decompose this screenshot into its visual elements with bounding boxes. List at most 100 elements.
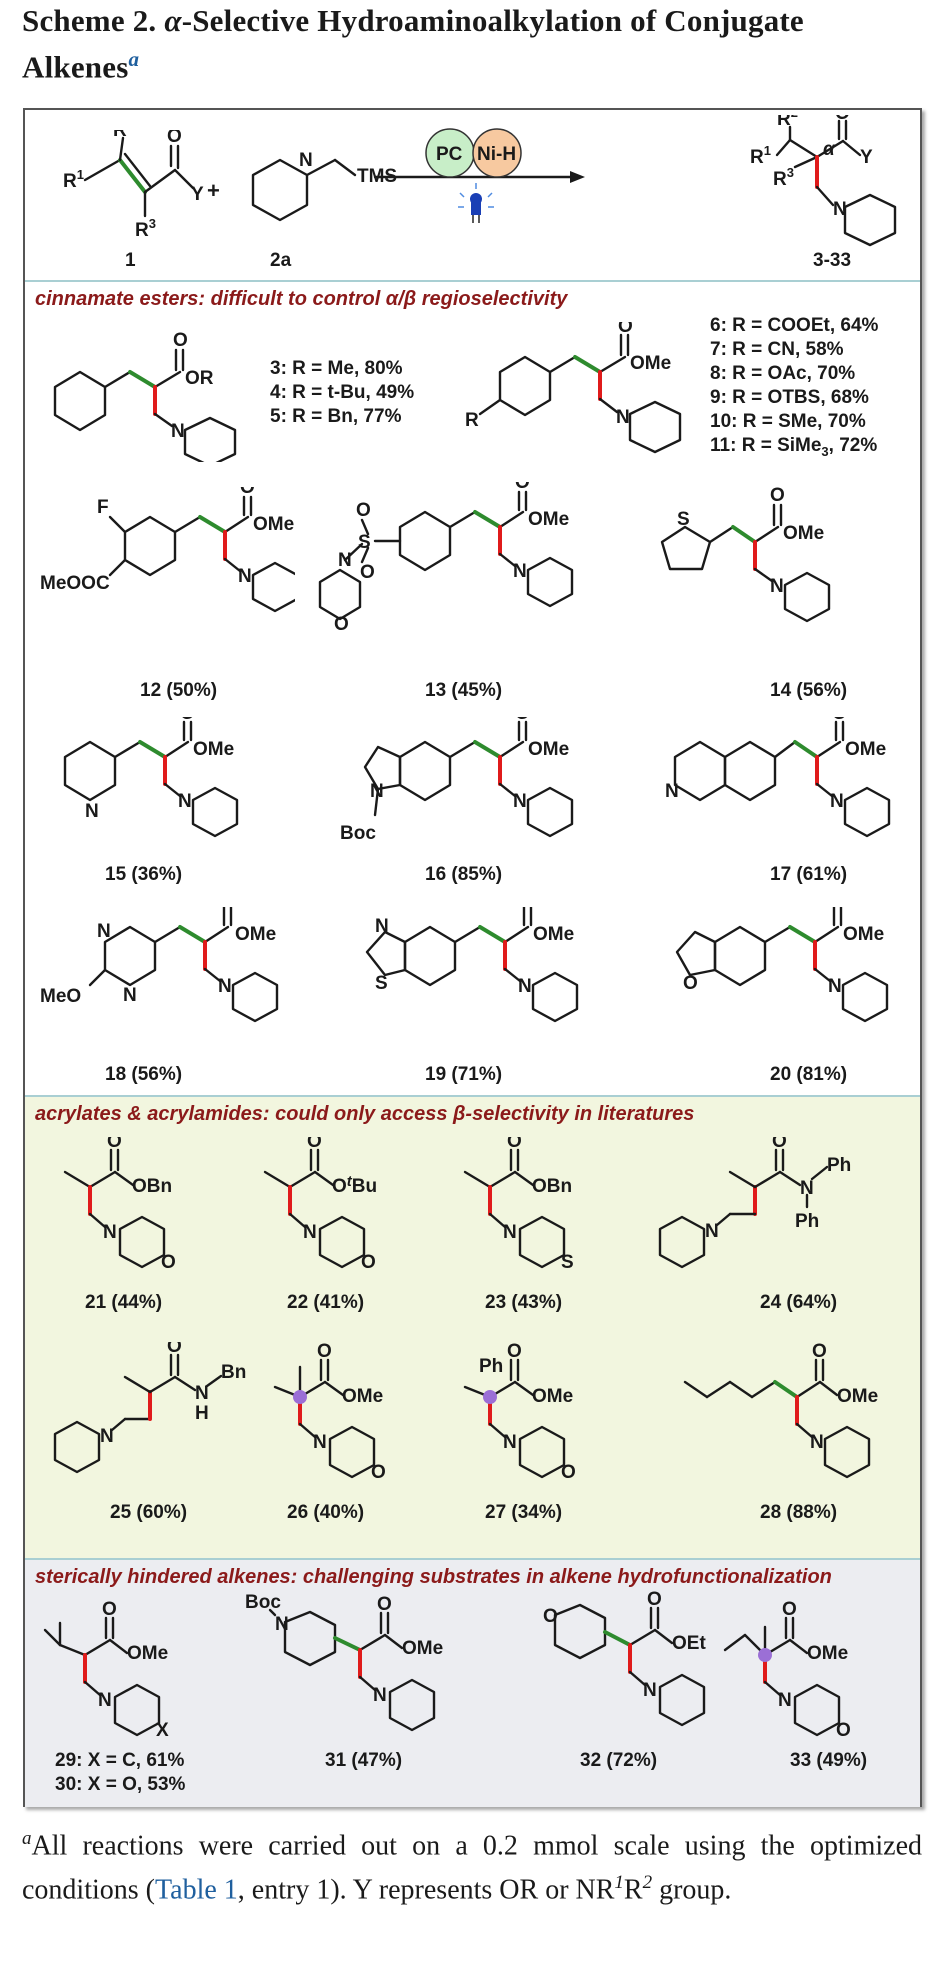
caption-24: 24 (64%)	[760, 1292, 838, 1313]
svg-text:O: O	[180, 717, 195, 724]
svg-text:N: N	[178, 791, 192, 812]
compound-28: O OMe N	[683, 1342, 878, 1479]
svg-text:O: O	[161, 1252, 176, 1273]
svg-text:α: α	[823, 139, 836, 160]
svg-text:O: O	[782, 1599, 797, 1620]
svg-text:N: N	[616, 407, 630, 428]
svg-text:N: N	[828, 976, 842, 997]
svg-text:N: N	[375, 916, 389, 937]
caption-33: 33 (49%)	[790, 1750, 868, 1771]
compound-20: O OMe N	[675, 907, 889, 1023]
svg-text:N: N	[370, 781, 384, 802]
caption-29: 29: X = C, 61%	[55, 1750, 185, 1771]
caption-14: 14 (56%)	[770, 680, 848, 701]
rgroup-list-b: 6: R = COOEt, 64%7: R = CN, 58%8: R = OA…	[710, 315, 879, 459]
svg-text:N: N	[299, 150, 313, 171]
svg-text:O: O	[317, 1342, 332, 1362]
svg-text:N: N	[338, 550, 352, 571]
hindered-panel: sterically hindered alkenes: challenging…	[25, 1558, 920, 1807]
svg-text:OMe: OMe	[807, 1643, 848, 1664]
caption-17: 17 (61%)	[770, 864, 848, 885]
svg-text:O: O	[515, 717, 530, 724]
svg-text:OMe: OMe	[532, 1386, 573, 1407]
svg-text:OMe: OMe	[528, 509, 569, 530]
caption-16: 16 (85%)	[425, 864, 503, 885]
compound-25: N O N H Bn	[53, 1342, 246, 1474]
svg-text:Boc: Boc	[340, 823, 376, 844]
svg-text:O: O	[356, 500, 371, 521]
product-structure: R1 R2 R3 O Y α N	[750, 115, 897, 247]
section-title-cinnamate: cinnamate esters: difficult to control α…	[35, 288, 568, 310]
substrate-alkene: R1 R2 R3 O Y	[63, 130, 204, 241]
svg-text:MeO: MeO	[40, 986, 81, 1007]
cinnamate-panel: cinnamate esters: difficult to control α…	[25, 280, 920, 1097]
rgroup-list-a: 3: R = Me, 80%4: R = t-Bu, 49%5: R = Bn,…	[270, 358, 415, 427]
svg-text:R3: R3	[773, 165, 794, 190]
svg-text:S: S	[677, 509, 690, 530]
svg-text:OMe: OMe	[630, 353, 671, 374]
svg-text:PC: PC	[436, 144, 463, 165]
svg-text:H: H	[195, 1403, 209, 1424]
caption-26: 26 (40%)	[287, 1502, 365, 1523]
svg-text:R3: R3	[135, 216, 156, 241]
svg-text:N: N	[97, 921, 111, 942]
svg-text:OMe: OMe	[783, 523, 824, 544]
svg-text:N: N	[218, 976, 232, 997]
svg-text:N: N	[503, 1432, 517, 1453]
svg-text:Y: Y	[860, 147, 873, 168]
caption-23: 23 (43%)	[485, 1292, 563, 1313]
svg-text:N: N	[518, 976, 532, 997]
svg-text:O: O	[832, 717, 847, 724]
svg-text:N: N	[275, 1614, 289, 1635]
section-title-acrylate: acrylates & acrylamides: could only acce…	[35, 1103, 695, 1125]
svg-text:N: N	[103, 1222, 117, 1243]
table-1-link[interactable]: Table 1	[155, 1874, 238, 1906]
svg-text:S: S	[358, 532, 371, 553]
svg-text:N: N	[800, 1178, 814, 1199]
svg-text:O: O	[647, 1590, 662, 1610]
section-title-hindered: sterically hindered alkenes: challenging…	[35, 1566, 832, 1588]
svg-text:O: O	[173, 330, 188, 351]
blue-light-icon	[458, 183, 494, 223]
svg-text:N: N	[833, 199, 847, 220]
svg-text:O: O	[835, 115, 850, 124]
svg-text:O: O	[307, 1137, 322, 1152]
svg-text:Ph: Ph	[795, 1211, 819, 1232]
svg-text:OBn: OBn	[132, 1176, 172, 1197]
caption-30: 30: X = O, 53%	[55, 1774, 186, 1795]
product-label: 3-33	[813, 250, 852, 271]
svg-text:N: N	[373, 1685, 387, 1706]
radical-dot	[483, 1390, 497, 1404]
svg-text:N: N	[830, 791, 844, 812]
svg-text:F: F	[97, 497, 109, 518]
reaction-panel: R1 R2 R3 O Y 1 + N TMS 2a PC Ni-H	[25, 110, 920, 280]
footnote-mark[interactable]: a	[128, 47, 140, 71]
svg-text:R2: R2	[113, 130, 134, 141]
caption-27: 27 (34%)	[485, 1502, 563, 1523]
svg-text:OMe: OMe	[253, 514, 294, 535]
svg-text:O: O	[107, 1137, 122, 1152]
compound-14: S O OMe N	[660, 487, 831, 623]
caption-13: 13 (45%)	[425, 680, 503, 701]
caption-22: 22 (41%)	[287, 1292, 365, 1313]
svg-text:N: N	[513, 791, 527, 812]
svg-text:R1: R1	[750, 143, 771, 168]
svg-text:OMe: OMe	[843, 924, 884, 945]
compound-12: F MeOOC O OMe N	[40, 487, 295, 613]
plus-sign: +	[207, 178, 220, 203]
svg-text:OtBu: OtBu	[332, 1173, 377, 1197]
compound-16: N Boc O OMe N	[340, 717, 574, 844]
svg-text:O: O	[167, 1342, 182, 1357]
radical-dot	[758, 1648, 772, 1662]
caption-15: 15 (36%)	[105, 864, 183, 885]
compound-29-30: O OMe N X	[43, 1599, 169, 1741]
svg-text:O: O	[836, 1720, 851, 1741]
compound-31: Boc N O OMe N	[245, 1592, 443, 1732]
reagent-label: 2a	[270, 250, 292, 271]
svg-text:S: S	[375, 973, 388, 994]
caption-28: 28 (88%)	[760, 1502, 838, 1523]
svg-text:Bn: Bn	[221, 1362, 246, 1383]
svg-text:N: N	[313, 1432, 327, 1453]
svg-text:OMe: OMe	[235, 924, 276, 945]
svg-text:N: N	[643, 1680, 657, 1701]
